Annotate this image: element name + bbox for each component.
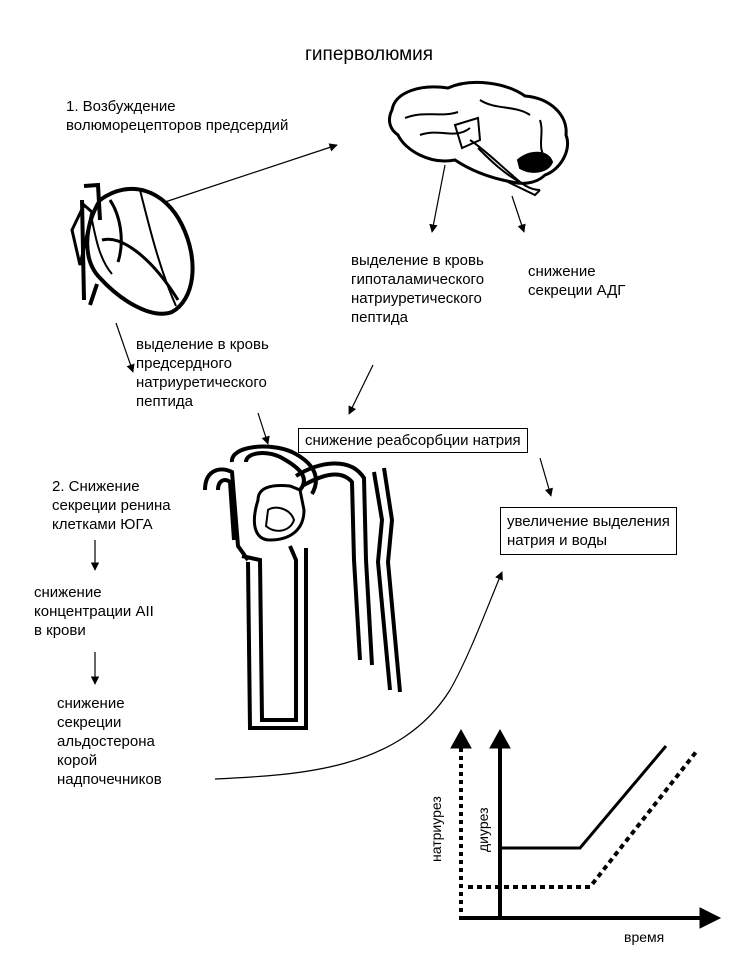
aldosterone-label: снижение секреции альдостерона корой над… — [57, 694, 162, 789]
arrow-aldosterone-to-excretion — [214, 571, 503, 780]
arrow-heart-to-brain — [164, 143, 338, 203]
sodium-reabsorption-text: снижение реабсорбции натрия — [305, 432, 521, 449]
excretion-box: увеличение выделения натрия и воды — [500, 507, 677, 555]
adh-line: секреции АДГ — [528, 282, 626, 299]
step1-line: волюморецепторов предсердий — [66, 117, 289, 134]
aldosterone-line: надпочечников — [57, 771, 162, 788]
atrial-peptide-label: выделение в кровь предсердного натриурет… — [136, 335, 269, 411]
aldosterone-line: снижение — [57, 695, 125, 712]
graph-x-label: время — [624, 929, 665, 945]
angiotensin-line: концентрации АII — [34, 603, 154, 620]
diuresis-graph — [450, 728, 722, 929]
step2-line: клетками ЮГА — [52, 516, 153, 533]
hypothalamic-line: выделение в кровь — [351, 252, 484, 269]
step1-line: 1. Возбуждение — [66, 98, 176, 115]
aldosterone-line: секреции — [57, 714, 122, 731]
hypothalamic-line: натриуретического — [351, 290, 482, 307]
hypothalamic-line: гипоталамического — [351, 271, 485, 288]
arrow-brain-to-adh — [511, 195, 526, 233]
atrial-line: выделение в кровь — [136, 336, 269, 353]
aldosterone-line: альдостерона — [57, 733, 155, 750]
hypothalamic-peptide-label: выделение в кровь гипоталамического натр… — [351, 251, 484, 327]
page-title: гиперволюмия — [305, 44, 434, 65]
adh-line: снижение — [528, 263, 596, 280]
sodium-reabsorption-box: снижение реабсорбции натрия — [298, 428, 528, 453]
excretion-line: натрия и воды — [507, 532, 608, 549]
step2-label: 2. Снижение секреции ренина клетками ЮГА — [52, 477, 171, 534]
atrial-line: пептида — [136, 393, 193, 410]
graph-y-label-diuresis: диурез — [475, 807, 491, 852]
graph-y-label-natriuresis: натриурез — [428, 796, 444, 862]
adh-label: снижение секреции АДГ — [528, 262, 625, 300]
arrow-peptide-to-reabsorption — [348, 364, 374, 415]
angiotensin-line: в крови — [34, 622, 86, 639]
atrial-line: предсердного — [136, 355, 232, 372]
step2-line: секреции ренина — [52, 497, 171, 514]
hypothalamic-line: пептида — [351, 309, 408, 326]
diuresis-line — [500, 745, 668, 850]
aldosterone-line: корой — [57, 752, 98, 769]
heart-illustration — [70, 182, 195, 316]
arrow-heart-to-atrial — [115, 322, 135, 373]
angiotensin-label: снижение концентрации АII в крови — [34, 583, 154, 640]
step2-line: 2. Снижение — [52, 478, 140, 495]
angiotensin-line: снижение — [34, 584, 102, 601]
flow-arrows — [90, 143, 553, 780]
atrial-line: натриуретического — [136, 374, 267, 391]
arrow-atrial-to-nephron — [257, 412, 270, 445]
nephron-illustration — [203, 444, 402, 730]
arrow-reabsorption-to-excretion — [539, 457, 553, 497]
excretion-line: увеличение выделения — [507, 513, 670, 530]
step1-label: 1. Возбуждение волюморецепторов предсерд… — [66, 97, 288, 135]
brain-illustration — [388, 80, 569, 197]
arrow-brain-to-hypothalamic — [429, 164, 446, 233]
natriuresis-line — [468, 750, 698, 889]
